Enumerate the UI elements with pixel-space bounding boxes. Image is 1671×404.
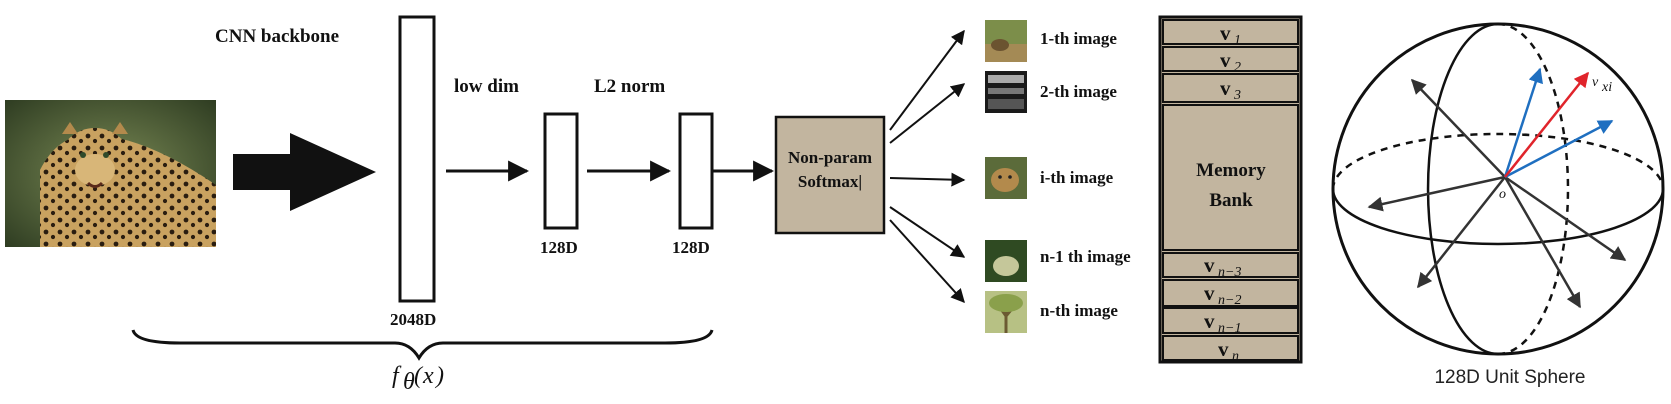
- image-label-i: i-th image: [1040, 168, 1114, 187]
- svg-text:n: n: [1232, 349, 1239, 364]
- image-label-n-1: n-1 th image: [1040, 247, 1131, 266]
- svg-text:θ: θ: [403, 369, 415, 395]
- svg-text:v: v: [1592, 75, 1599, 90]
- sphere-vector-label: v xi: [1592, 75, 1612, 95]
- thumb-n: [985, 291, 1027, 333]
- thumb-2: [985, 71, 1027, 113]
- svg-text:f: f: [392, 363, 402, 389]
- svg-text:(: (: [414, 363, 424, 389]
- thumb-i: [985, 157, 1027, 199]
- l2-norm-label: L2 norm: [594, 76, 665, 97]
- low-dim-label: low dim: [454, 76, 519, 97]
- cnn-backbone-label: CNN backbone: [215, 26, 339, 47]
- leopard-photo: [5, 100, 216, 247]
- thumb-1: [985, 20, 1027, 62]
- thumb-n-1: [985, 240, 1027, 282]
- softmax-label-line1: Non-param: [788, 148, 872, 167]
- svg-text:v: v: [1220, 76, 1231, 100]
- memory-bank-label-line2: Bank: [1209, 190, 1253, 211]
- svg-text:v: v: [1204, 253, 1215, 277]
- sphere-vectors: [1367, 67, 1627, 309]
- svg-text:): ): [434, 363, 444, 389]
- softmax-box: [774, 115, 886, 235]
- svg-text:1: 1: [1234, 33, 1241, 48]
- big-arrow-icon: [233, 133, 376, 211]
- f-theta-label: f θ ( x ): [392, 363, 444, 395]
- softmax-label-line2: Softmax|: [798, 172, 862, 191]
- svg-text:v: v: [1220, 48, 1231, 72]
- svg-text:v: v: [1218, 337, 1229, 361]
- dim-2048d-label: 2048D: [390, 310, 436, 329]
- svg-text:v: v: [1220, 21, 1231, 45]
- memory-bank: [1158, 15, 1303, 364]
- svg-text:n−2: n−2: [1218, 293, 1241, 308]
- dim-128d-label-b: 128D: [672, 238, 710, 257]
- svg-text:2: 2: [1234, 60, 1241, 75]
- feature-2048d-box: [398, 15, 436, 303]
- svg-text:x: x: [422, 363, 434, 389]
- image-thumbnails: [985, 20, 1027, 333]
- image-label-n: n-th image: [1040, 301, 1118, 320]
- fan-out-arrows: [889, 29, 966, 304]
- memory-bank-label-line1: Memory: [1196, 160, 1266, 181]
- svg-text:v: v: [1204, 281, 1215, 305]
- feature-128d-box-a: [543, 112, 579, 230]
- svg-text:v: v: [1204, 309, 1215, 333]
- curly-brace: [131, 329, 714, 361]
- feature-128d-box-b: [678, 112, 714, 230]
- svg-text:xi: xi: [1601, 80, 1612, 95]
- svg-text:3: 3: [1233, 88, 1241, 103]
- sphere-caption: 128D Unit Sphere: [1434, 367, 1585, 388]
- unit-sphere: [1331, 22, 1665, 356]
- dim-128d-label-a: 128D: [540, 238, 578, 257]
- svg-text:n−3: n−3: [1218, 265, 1241, 280]
- image-label-2: 2-th image: [1040, 82, 1117, 101]
- image-label-1: 1-th image: [1040, 29, 1117, 48]
- svg-text:n−1: n−1: [1218, 321, 1241, 336]
- sphere-origin-label: o: [1499, 187, 1506, 202]
